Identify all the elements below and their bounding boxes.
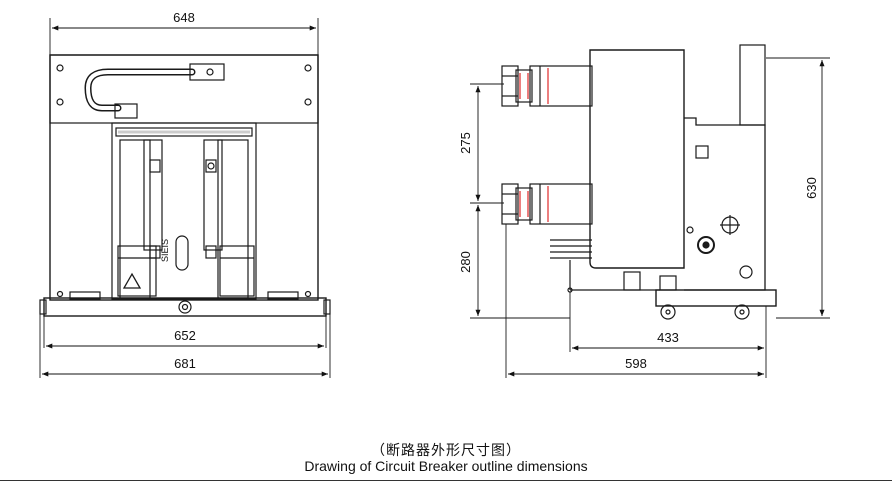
control-cable (84, 68, 196, 112)
dim-label-652: 652 (174, 328, 196, 343)
bushing-accents (519, 68, 549, 222)
side-body (589, 49, 685, 269)
mechanism-box (684, 117, 766, 291)
cable-socket (114, 103, 138, 119)
warning-triangle-icon (122, 272, 142, 289)
dim-label-598: 598 (625, 356, 647, 371)
charging-shaft-icon (697, 236, 715, 254)
wheel-icon (734, 304, 750, 320)
racking-screw-icon (178, 300, 192, 314)
front-dimensions (42, 25, 328, 377)
dim-label-648: 648 (173, 10, 195, 25)
dim-label-433: 433 (657, 330, 679, 345)
operating-slot (175, 235, 189, 271)
front-base (43, 297, 327, 317)
side-view (470, 44, 830, 378)
top-rear-panel (739, 44, 766, 126)
upper-contact-arm (529, 65, 593, 107)
dim-label-681: 681 (174, 356, 196, 371)
bolt-icon (304, 98, 312, 106)
wheel-icon (660, 304, 676, 320)
lower-contact-arm (529, 183, 593, 225)
front-panel (111, 122, 257, 300)
bolt-icon (304, 64, 312, 72)
truck-base (655, 289, 777, 307)
dim-label-280: 280 (458, 251, 473, 273)
caption-chinese: （断路器外形尺寸图） (371, 442, 521, 458)
panel-brand-label: SIEIS (160, 239, 170, 262)
bolt-icon (56, 98, 64, 106)
caption-english: Drawing of Circuit Breaker outline dimen… (304, 458, 588, 474)
dim-label-630: 630 (804, 177, 819, 199)
side-dimensions (475, 60, 825, 377)
dim-label-275: 275 (458, 132, 473, 154)
bottom-rule (0, 480, 892, 481)
cable-plug (189, 63, 225, 81)
bolt-icon (56, 64, 64, 72)
front-view (39, 18, 331, 378)
